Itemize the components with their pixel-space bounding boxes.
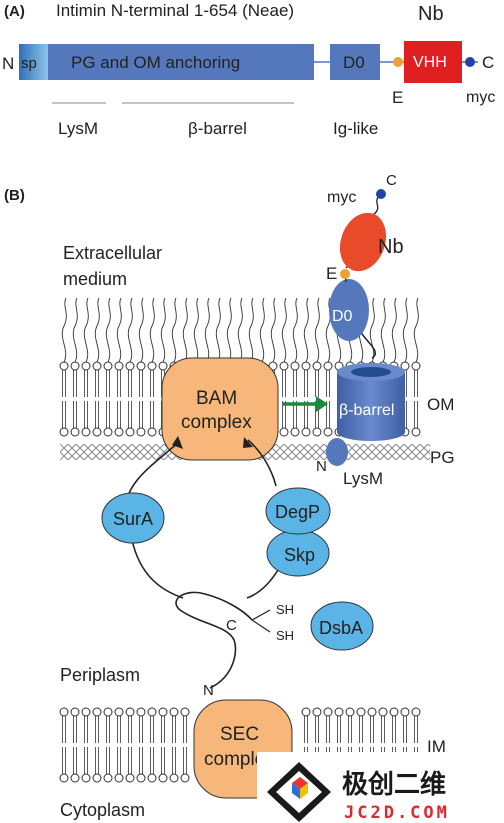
watermark-brand: 极创二维 xyxy=(342,769,446,800)
cytoplasm-label: Cytoplasm xyxy=(60,800,145,820)
beta-barrel-label-b: β-barrel xyxy=(339,402,394,419)
unfolded-polypeptide xyxy=(175,591,253,689)
sec-label-1: SEC xyxy=(220,724,259,745)
watermark: 极创二维 JC2D.COM xyxy=(257,752,504,823)
extracellular-label-1: Extracellular xyxy=(63,243,162,263)
bam-to-barrel-arrowhead xyxy=(316,396,328,412)
panel-b: (B) Extracellular medium D0 E Nb myc C β… xyxy=(4,172,455,820)
e-tag-dot-b xyxy=(340,269,350,279)
bam-complex xyxy=(161,357,279,461)
degp-arrowhead xyxy=(243,437,253,448)
beta-barrel-cylinder xyxy=(337,372,405,441)
panel-a-label: (A) xyxy=(4,3,25,20)
c-terminus-label-b: C xyxy=(386,172,397,189)
sh-bond-1 xyxy=(251,609,271,621)
sh-bond-2 xyxy=(251,619,271,633)
lysm-label-b: LysM xyxy=(343,469,383,488)
skp-label: Skp xyxy=(284,545,315,565)
n-terminus-label: N xyxy=(2,54,14,73)
d0-domain-box xyxy=(330,44,380,80)
skp-path xyxy=(246,569,279,599)
nb-title: Nb xyxy=(418,3,444,25)
c-terminus-label: C xyxy=(482,53,494,72)
signal-peptide-box xyxy=(19,44,48,80)
n-chain-label: N xyxy=(203,682,214,699)
c-chain-label: C xyxy=(226,617,237,634)
degp-path xyxy=(247,439,277,487)
nb-myc-linker xyxy=(373,196,379,215)
myc-label-b: myc xyxy=(327,189,356,206)
vhh-label: VHH xyxy=(413,54,447,71)
lysm-label: LysM xyxy=(58,119,98,138)
extracellular-label-2: medium xyxy=(63,269,127,289)
d0-label-b: D0 xyxy=(332,308,353,325)
ig-like-label: Ig-like xyxy=(333,119,378,138)
sh-label-2: SH xyxy=(276,628,294,643)
om-label: OM xyxy=(427,395,454,414)
im-label: IM xyxy=(427,737,446,756)
pg-om-anchoring-box xyxy=(48,44,314,80)
bam-label-2: complex xyxy=(181,412,252,433)
domain-title: Intimin N-terminal 1-654 (Neae) xyxy=(56,1,294,20)
sura-label: SurA xyxy=(113,509,153,529)
degp-chaperone[interactable] xyxy=(265,487,331,535)
myc-tag-label: myc xyxy=(466,89,495,106)
n-terminus-label-b: N xyxy=(316,458,327,475)
sura-arrowhead xyxy=(172,436,183,449)
panel-a: (A) Intimin N-terminal 1-654 (Neae) Nb N… xyxy=(2,1,495,138)
panel-b-label: (B) xyxy=(4,187,25,204)
e-tag-label: E xyxy=(392,88,403,107)
dsba-enzyme[interactable] xyxy=(310,601,374,651)
nb-label-b: Nb xyxy=(378,236,404,258)
d0-label: D0 xyxy=(343,53,365,72)
sura-chaperone[interactable] xyxy=(101,492,165,544)
pg-label: PG xyxy=(430,448,455,467)
signal-peptide-label: sp xyxy=(21,55,37,72)
beta-barrel-label: β-barrel xyxy=(188,119,247,138)
myc-tag-dot-b xyxy=(376,189,386,199)
periplasm-label: Periplasm xyxy=(60,665,140,685)
pg-om-anchoring-label: PG and OM anchoring xyxy=(71,53,240,72)
vhh-box xyxy=(404,41,462,83)
watermark-domain: JC2D.COM xyxy=(344,803,450,823)
d0-ellipse xyxy=(329,279,369,341)
nb-ellipse xyxy=(339,212,387,272)
lower-left-path xyxy=(131,539,184,599)
e-tag-label-b: E xyxy=(326,264,337,283)
myc-tag-dot xyxy=(465,57,475,67)
sh-label-1: SH xyxy=(276,602,294,617)
bam-label-1: BAM xyxy=(196,388,237,409)
lysm-domain xyxy=(326,438,348,466)
beta-barrel-pore xyxy=(351,367,391,377)
watermark-logo-icon xyxy=(267,762,331,822)
dsba-label: DsbA xyxy=(319,618,363,638)
e-tag-dot xyxy=(393,57,403,67)
degp-label: DegP xyxy=(275,502,320,522)
